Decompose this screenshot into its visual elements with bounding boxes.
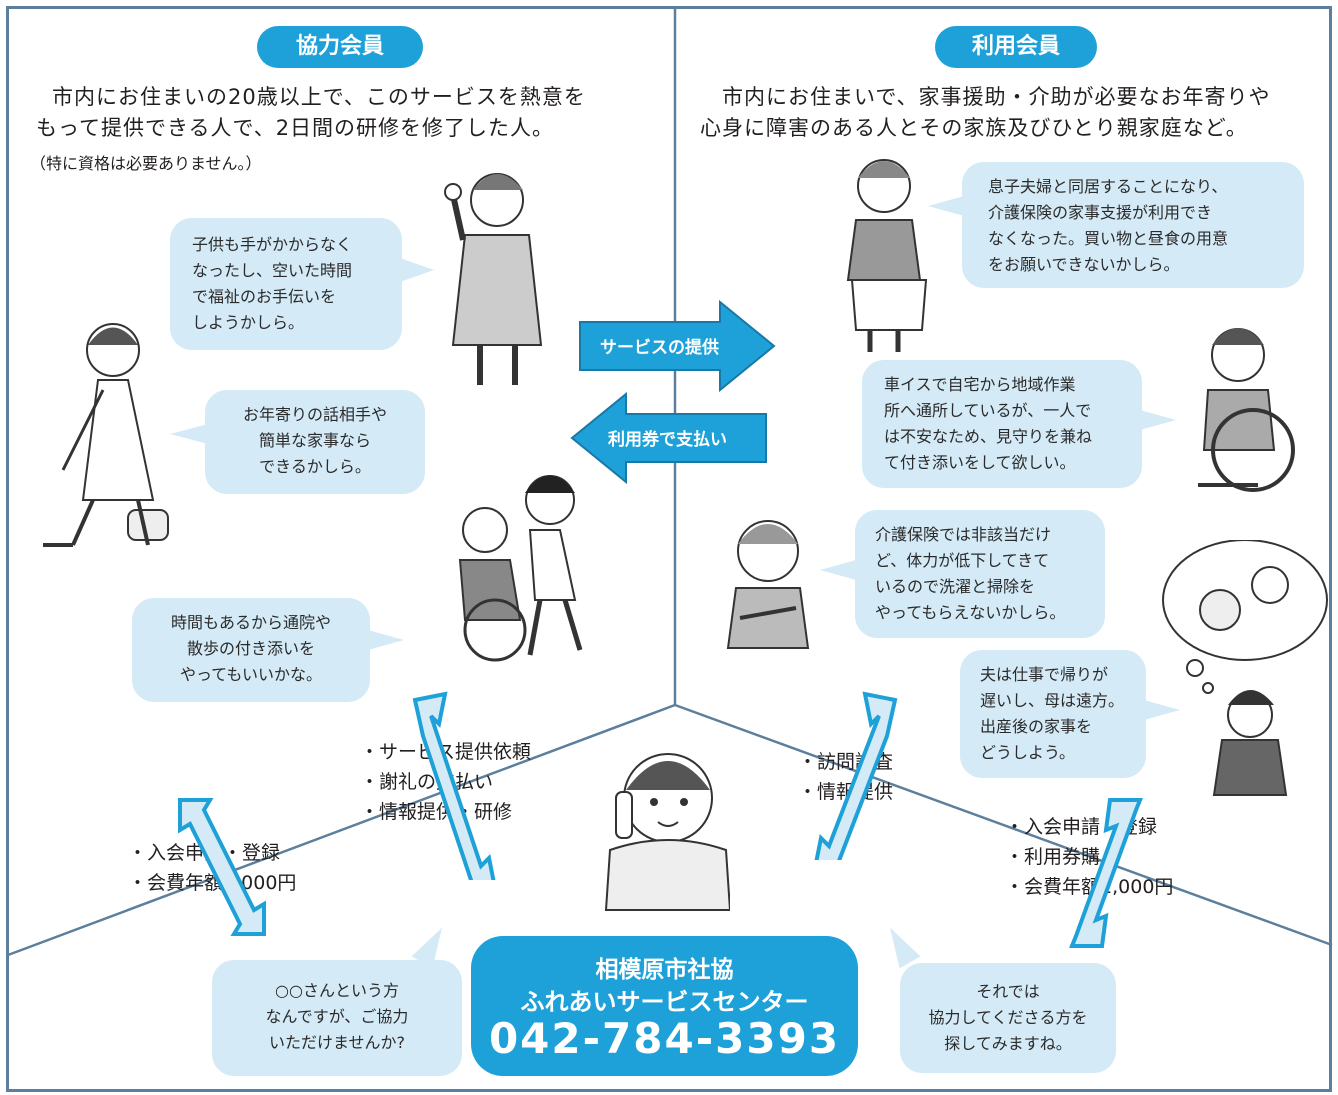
bubble-line: いるので洗濯と掃除を <box>875 577 1036 596</box>
bubble-tail <box>820 560 856 580</box>
bubble-line: それでは <box>976 982 1040 1001</box>
bubble-line: できるかしら。 <box>259 457 371 476</box>
bubble-line: は不安なため、見守りを兼ね <box>884 427 1093 446</box>
bubble-tail <box>170 424 208 444</box>
bubble-line: 車イスで自宅から地域作業 <box>884 375 1076 394</box>
left-speech-bubble-3: 時間もあるから通院や 散歩の付き添いを やってもいいかな。 <box>132 598 370 702</box>
left-note: （特に資格は必要ありません。） <box>30 154 262 173</box>
right-speech-bubble-1: 息子夫婦と同居することになり、 介護保険の家事支援が利用でき なくなった。買い物… <box>962 162 1304 288</box>
center-right-speech-bubble: それでは 協力してくださる方を 探してみますね。 <box>900 963 1116 1073</box>
left-upper-double-arrow <box>412 691 496 880</box>
bubble-tail <box>400 258 434 282</box>
list-item: 利用券購入 <box>1005 842 1173 872</box>
service-center-box: 相模原市社協 ふれあいサービスセンター 042-784-3393 <box>471 936 858 1076</box>
left-upper-list: サービス提供依頼 謝礼の支払い 情報提供・研修 <box>360 737 531 827</box>
woman-apron-illustration <box>444 173 543 385</box>
bubble-line: やってもいいかな。 <box>179 665 323 684</box>
bubble-line: 時間もあるから通院や <box>170 613 331 632</box>
wheelchair-user-illustration <box>1198 328 1295 492</box>
payment-arrow-label: 利用券で支払い <box>608 430 727 450</box>
service-arrow <box>579 300 776 392</box>
left-heading-pill: 協力会員 <box>257 26 423 68</box>
left-speech-bubble-1: 子供も手がかからなく なったし、空いた時間 で福祉のお手伝いを しようかしら。 <box>170 218 402 350</box>
right-upper-double-arrow <box>814 691 898 860</box>
center-org-name: 相模原市社協 <box>595 957 734 983</box>
left-lower-double-arrow <box>178 798 266 936</box>
left-intro-line1: 市内にお住まいの20歳以上で、このサービスを熱意を <box>52 85 586 109</box>
payment-arrow <box>570 392 767 484</box>
bubble-line: しようかしら。 <box>192 313 305 332</box>
list-item: サービス提供依頼 <box>360 737 531 767</box>
bubble-line: ど、体力が低下してきて <box>875 551 1050 570</box>
list-item: 謝礼の支払い <box>360 767 531 797</box>
bubble-line: 所へ通所しているが、一人で <box>884 401 1092 420</box>
bubble-line: なくなった。買い物と昼食の用意 <box>988 229 1229 248</box>
bubble-tail <box>928 196 964 216</box>
bubble-line: をお願いできないかしら。 <box>988 255 1180 274</box>
thought-cloud-mother-illustration <box>1162 540 1328 796</box>
bubble-line: で福祉のお手伝いを <box>192 287 337 306</box>
bubble-line: 散歩の付き添いを <box>186 639 315 658</box>
diagram-frame <box>6 6 1332 1092</box>
center-phone[interactable]: 042-784-3393 <box>488 1014 841 1063</box>
bubble-line: 簡単な家事なら <box>258 431 371 450</box>
right-intro: 市内にお住まいで、家事援助・介助が必要なお年寄りや 心身に障害のある人とその家族… <box>700 82 1330 144</box>
bubble-line: なんですが、ご協力 <box>265 1007 409 1026</box>
right-intro-line1: 市内にお住まいで、家事援助・介助が必要なお年寄りや <box>722 85 1271 109</box>
bubble-tail <box>1140 410 1176 430</box>
right-speech-bubble-2: 車イスで自宅から地域作業 所へ通所しているが、一人で は不安なため、見守りを兼ね… <box>862 360 1142 488</box>
list-item: 情報提供・研修 <box>360 797 531 827</box>
left-intro-line2: もって提供できる人で、2日間の研修を修了した人。 <box>36 116 555 140</box>
bubble-line: 介護保険の家事支援が利用でき <box>988 203 1213 222</box>
bubble-line: お年寄りの話相手や <box>242 405 387 424</box>
bubble-line: 夫は仕事で帰りが <box>980 665 1109 684</box>
right-heading-pill: 利用会員 <box>935 26 1097 68</box>
elderly-woman-illustration <box>846 159 928 352</box>
bubble-line: やってもらえないかしら。 <box>875 603 1066 622</box>
bubble-line: 介護保険では非該当だけ <box>875 525 1052 544</box>
right-lower-double-arrow <box>1069 798 1143 948</box>
right-speech-bubble-4: 夫は仕事で帰りが 遅いし、母は遠方。 出産後の家事を どうしよう。 <box>960 650 1146 778</box>
bubble-line: て付き添いをして欲しい。 <box>884 453 1076 472</box>
woman-vacuuming-illustration <box>43 323 169 547</box>
bubble-line: 出産後の家事を <box>980 717 1093 736</box>
bubble-line: 子供も手がかからなく <box>192 235 353 254</box>
staff-phone-illustration <box>604 753 730 911</box>
left-intro: 市内にお住まいの20歳以上で、このサービスを熱意を もって提供できる人で、2日間… <box>36 82 666 144</box>
right-speech-bubble-3: 介護保険では非該当だけ ど、体力が低下してきて いるので洗濯と掃除を やってもら… <box>855 510 1105 638</box>
wheelchair-helper-illustration <box>458 475 583 662</box>
bubble-tail <box>368 630 404 650</box>
bubble-line: ○○さんという方 <box>275 981 399 1000</box>
bubble-line: 協力してくださる方を <box>928 1008 1088 1027</box>
bubble-line: 遅いし、母は遠方。 <box>980 691 1125 710</box>
bubble-line: なったし、空いた時間 <box>192 261 353 280</box>
bubble-line: どうしよう。 <box>980 743 1076 762</box>
bubble-line: いただけませんか? <box>268 1033 405 1052</box>
bubble-line: 探してみますね。 <box>944 1034 1072 1053</box>
center-title: ふれあいサービスセンター <box>520 988 809 1016</box>
right-intro-line2: 心身に障害のある人とその家族及びひとり親家庭など。 <box>700 116 1248 140</box>
bubble-line: 息子夫婦と同居することになり、 <box>988 177 1228 196</box>
bubble-tail <box>1144 700 1180 720</box>
left-speech-bubble-2: お年寄りの話相手や 簡単な家事なら できるかしら。 <box>205 390 425 494</box>
service-arrow-label: サービスの提供 <box>600 338 719 358</box>
center-left-speech-bubble: ○○さんという方 なんですが、ご協力 いただけませんか? <box>212 960 462 1076</box>
elderly-woman-arms-crossed-illustration <box>726 520 810 649</box>
